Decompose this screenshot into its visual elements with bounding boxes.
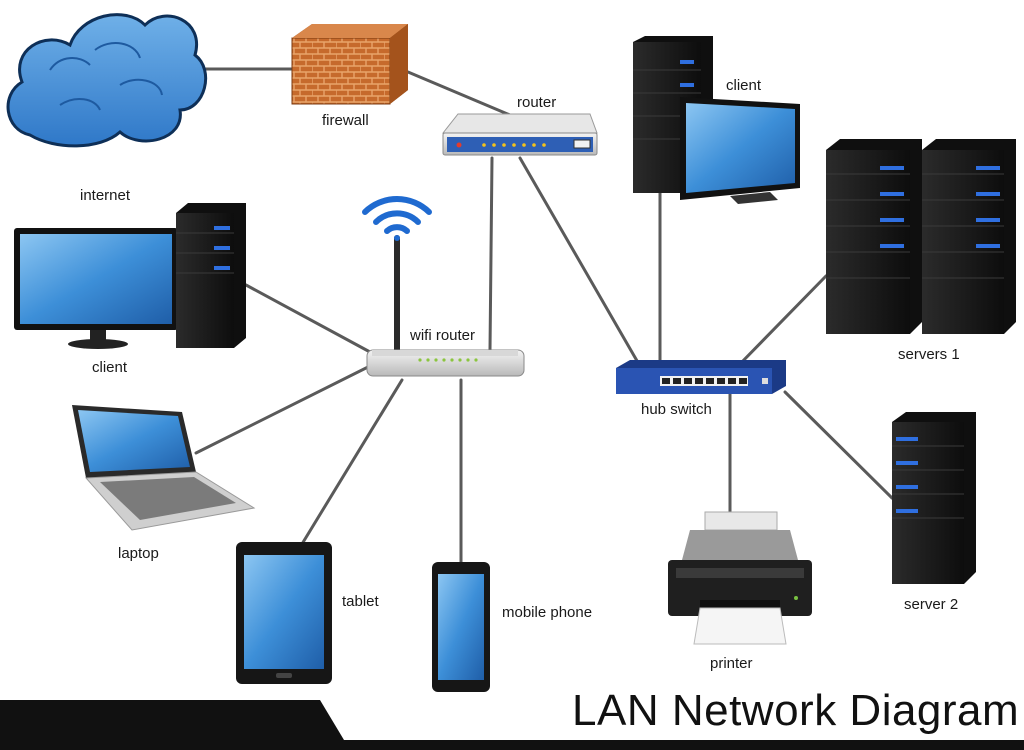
cable-servers-switch [736, 274, 828, 368]
title-bar-decoration [0, 700, 350, 750]
client-left-tower-icon [176, 203, 246, 348]
laptop-icon [72, 405, 256, 531]
label-server-2: server 2 [904, 596, 959, 613]
cable-tablet-wifi [300, 378, 404, 546]
cables [194, 67, 894, 564]
label-tablet: tablet [342, 593, 379, 610]
label-printer: printer [710, 655, 753, 672]
router-icon [441, 113, 598, 156]
cable-firewall-router [406, 70, 512, 117]
label-client-top: client [726, 77, 762, 94]
label-router: router [517, 94, 557, 111]
wifi-router-icon [366, 235, 525, 377]
label-mobile-phone: mobile phone [502, 604, 593, 621]
cable-switch-server2 [783, 390, 894, 500]
client-top-monitor-icon [680, 97, 800, 204]
servers-1-icon [826, 139, 1016, 334]
firewall-icon [291, 24, 408, 105]
label-hub-switch: hub switch [641, 401, 712, 418]
title-underline [320, 740, 1024, 750]
label-laptop: laptop [118, 545, 159, 562]
label-servers-1: servers 1 [898, 346, 960, 363]
cable-laptop-wifi [194, 364, 372, 455]
printer-icon [668, 511, 812, 645]
cloud-icon [6, 13, 208, 148]
label-internet: internet [80, 187, 131, 204]
cable-router-wifi [488, 156, 494, 352]
server-2-icon [892, 412, 976, 584]
diagram-title: LAN Network Diagram [572, 686, 1020, 735]
tablet-icon [236, 542, 332, 684]
hub-switch-icon [616, 360, 786, 394]
label-wifi-router: wifi router [410, 327, 476, 344]
client-left-monitor-icon [14, 228, 178, 349]
wifi-signal-icon [362, 196, 432, 241]
cable-router-switch [518, 156, 642, 368]
label-client-left: client [92, 359, 128, 376]
cable-client-wifi [244, 283, 372, 354]
label-firewall: firewall [322, 112, 369, 129]
mobile-phone-icon [432, 562, 490, 692]
